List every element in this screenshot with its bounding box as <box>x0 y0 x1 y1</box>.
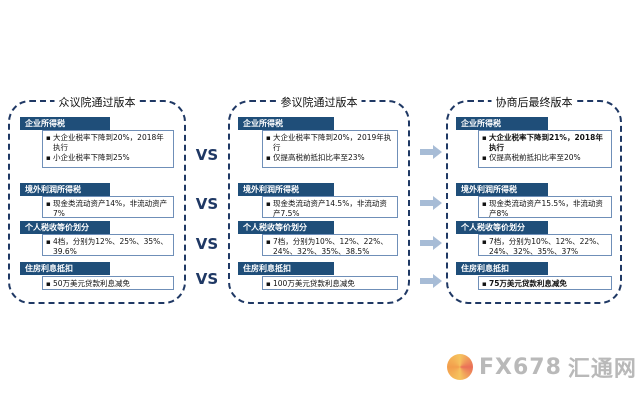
panel-title-final: 协商后最终版本 <box>491 94 577 110</box>
section-header-overseas-profit-tax: 境外利润所得税 <box>456 183 548 196</box>
list-item: 仅提高税前抵扣比率至20% <box>482 153 608 163</box>
vs-label: VS <box>195 270 219 288</box>
section-header-mortgage-interest: 住房利息抵扣 <box>456 262 548 275</box>
list-item: 现金类流动资产14%，非流动资产7% <box>46 199 170 217</box>
section-box-corporate-tax: 大企业税率下降到20%，2019年执行 仅提高税前抵扣比率至23% <box>262 130 398 168</box>
section-header-mortgage-interest: 住房利息抵扣 <box>20 262 110 275</box>
section-box-overseas-profit-tax: 现金类流动资产15.5%，非流动资产8% <box>478 196 612 218</box>
list-item: 现金类流动资产15.5%，非流动资产8% <box>482 199 608 217</box>
list-item: 75万美元贷款利息减免 <box>482 279 608 289</box>
section-box-income-brackets: 7档，分别为10%、12%、22%、24%、32%、35%、38.5% <box>262 234 398 256</box>
section-box-corporate-tax: 大企业税率下降到21%，2018年执行 仅提高税前抵扣比率至20% <box>478 130 612 168</box>
list-item: 仅提高税前抵扣比率至23% <box>266 153 394 163</box>
section-header-income-brackets: 个人税收等价划分 <box>456 221 548 234</box>
section-box-mortgage-interest: 50万美元贷款利息减免 <box>42 276 174 290</box>
arrow-right-icon <box>420 196 442 210</box>
section-header-overseas-profit-tax: 境外利润所得税 <box>238 183 334 196</box>
list-item: 大企业税率下降到20%，2018年执行 <box>46 133 170 153</box>
list-item: 大企业税率下降到21%，2018年执行 <box>482 133 608 153</box>
list-item: 小企业税率下降到25% <box>46 153 170 163</box>
panel-title-house: 众议院通过版本 <box>54 94 140 110</box>
panel-title-senate: 参议院通过版本 <box>276 94 362 110</box>
section-box-mortgage-interest: 75万美元贷款利息减免 <box>478 276 612 290</box>
list-item: 100万美元贷款利息减免 <box>266 279 394 289</box>
section-box-overseas-profit-tax: 现金类流动资产14.5%，非流动资产7.5% <box>262 196 398 218</box>
watermark: FX678 汇通网 <box>447 352 637 382</box>
arrow-right-icon <box>420 236 442 250</box>
section-header-mortgage-interest: 住房利息抵扣 <box>238 262 334 275</box>
section-header-corporate-tax: 企业所得税 <box>456 117 548 130</box>
watermark-brand: FX678 <box>479 354 562 380</box>
section-box-mortgage-interest: 100万美元贷款利息减免 <box>262 276 398 290</box>
section-box-income-brackets: 7档，分别为10%、12%、22%、24%、32%、35%、37% <box>478 234 612 256</box>
vs-label: VS <box>195 235 219 253</box>
list-item: 7档，分别为10%、12%、22%、24%、32%、35%、38.5% <box>266 237 394 255</box>
list-item: 大企业税率下降到20%，2019年执行 <box>266 133 394 153</box>
section-header-overseas-profit-tax: 境外利润所得税 <box>20 183 110 196</box>
section-header-corporate-tax: 企业所得税 <box>20 117 110 130</box>
watermark-suffix: 汇通网 <box>567 357 637 382</box>
list-item: 7档，分别为10%、12%、22%、24%、32%、35%、37% <box>482 237 608 255</box>
list-item: 50万美元贷款利息减免 <box>46 279 170 289</box>
list-item: 现金类流动资产14.5%，非流动资产7.5% <box>266 199 394 217</box>
section-header-income-brackets: 个人税收等价划分 <box>238 221 334 234</box>
list-item: 4档，分别为12%、25%、35%、39.6% <box>46 237 170 255</box>
vs-label: VS <box>195 195 219 213</box>
arrow-right-icon <box>420 274 442 288</box>
section-box-income-brackets: 4档，分别为12%、25%、35%、39.6% <box>42 234 174 256</box>
section-header-income-brackets: 个人税收等价划分 <box>20 221 110 234</box>
section-box-overseas-profit-tax: 现金类流动资产14%，非流动资产7% <box>42 196 174 218</box>
section-header-corporate-tax: 企业所得税 <box>238 117 334 130</box>
section-box-corporate-tax: 大企业税率下降到20%，2018年执行 小企业税率下降到25% <box>42 130 174 168</box>
arrow-right-icon <box>420 145 442 159</box>
vs-label: VS <box>195 146 219 164</box>
fx678-logo-icon <box>447 354 473 380</box>
